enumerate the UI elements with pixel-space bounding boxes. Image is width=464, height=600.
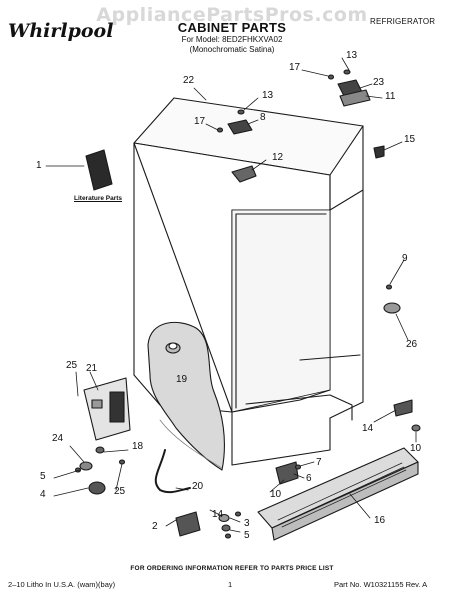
top-hinge-right [337, 79, 371, 107]
callout-20: 20 [192, 481, 204, 492]
toe-grille [257, 447, 419, 541]
callout-10-right: 10 [410, 443, 422, 454]
callout-5-left: 5 [40, 471, 46, 482]
callout-23: 23 [373, 77, 385, 88]
callout-1: 1 [36, 160, 42, 171]
part-number: Part No. W10321155 Rev. A [334, 580, 428, 589]
side-cutout [147, 321, 225, 471]
callout-26: 26 [406, 339, 418, 350]
appliance-category: REFRIGERATOR [370, 17, 436, 26]
callout-13-right: 13 [346, 50, 358, 61]
callout-14-lower: 14 [212, 509, 224, 520]
callout-17-right: 17 [289, 62, 301, 73]
callout-25-upper: 25 [66, 360, 78, 371]
callout-10-center: 10 [270, 489, 282, 500]
literature-parts-label: Literature Parts [74, 195, 123, 202]
literature-booklet [85, 149, 113, 191]
lower-center-parts [175, 511, 242, 539]
model-number: For Model: 8ED2FHKXVA02 [181, 35, 283, 44]
mounting-panel [83, 377, 131, 441]
callout-22: 22 [183, 75, 195, 86]
callout-4: 4 [40, 489, 46, 500]
grommet-part [165, 342, 181, 354]
callout-13-middle: 13 [262, 90, 274, 101]
page-number: 1 [228, 580, 233, 589]
callout-6: 6 [306, 473, 312, 484]
hinge-bracket [231, 165, 257, 183]
page-title: CABINET PARTS [177, 20, 287, 35]
ordering-note: FOR ORDERING INFORMATION REFER TO PARTS … [130, 565, 334, 572]
cabinet-shell [133, 97, 364, 466]
callout-7: 7 [316, 457, 322, 468]
watermark: AppliancePartsPros.com [96, 4, 368, 26]
callout-9: 9 [402, 253, 408, 264]
right-rail-bracket [393, 399, 421, 432]
brand-logo: Whirlpool [8, 20, 114, 42]
callout-12: 12 [272, 152, 284, 163]
callout-5-center: 5 [244, 530, 250, 541]
callout-18: 18 [132, 441, 144, 452]
model-finish: (Monochromatic Satina) [189, 45, 275, 54]
leveler-parts [275, 461, 302, 485]
model-info: For Model: 8ED2FHKXVA02 (Monochromatic S… [0, 35, 464, 55]
callout-19: 19 [176, 374, 188, 385]
callout-24: 24 [52, 433, 64, 444]
bracket-part-26 [383, 284, 401, 314]
callout-14-right: 14 [362, 423, 374, 434]
clip-part [373, 145, 385, 159]
callout-8: 8 [260, 112, 266, 123]
litho-info: 2–10 Litho In U.S.A. (wam)(bay) [8, 580, 116, 589]
callout-11: 11 [385, 91, 396, 102]
callout-16: 16 [374, 515, 386, 526]
callout-25-lower: 25 [114, 486, 126, 497]
callout-21: 21 [86, 363, 98, 374]
callout-2: 2 [152, 521, 158, 532]
drain-tube [154, 449, 191, 494]
callout-17-middle: 17 [194, 116, 206, 127]
leader-lines [45, 57, 417, 533]
lower-hinge-parts [74, 446, 126, 495]
callout-3: 3 [244, 518, 250, 529]
callout-15: 15 [404, 134, 416, 145]
